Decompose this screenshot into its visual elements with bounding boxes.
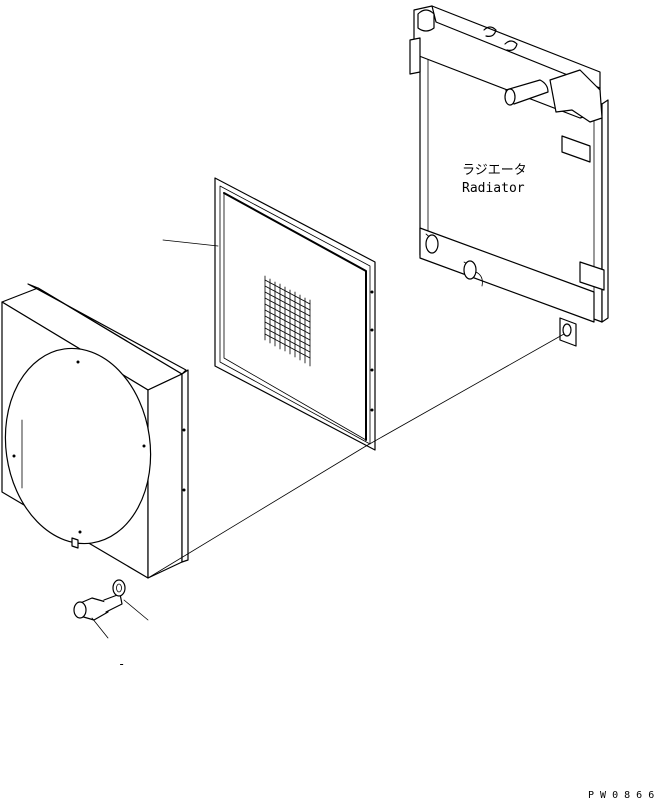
radiator-inlet-opening bbox=[504, 88, 516, 106]
bolt-head-face bbox=[73, 601, 87, 619]
radiator-top-tank-edge bbox=[431, 5, 601, 89]
radiator-cap bbox=[417, 9, 435, 32]
radiator-bracket-top bbox=[549, 69, 603, 123]
fan-shroud-part bbox=[1, 283, 189, 579]
radiator-bracket-bottom bbox=[579, 261, 605, 291]
radiator-label-en: Radiator bbox=[462, 181, 525, 196]
washer-hole bbox=[116, 583, 122, 593]
washer-callout-leader bbox=[123, 599, 149, 621]
screen-part bbox=[162, 177, 376, 451]
radiator-left-bracket bbox=[409, 37, 421, 75]
radiator-drain-2 bbox=[463, 260, 477, 280]
radiator-side-face bbox=[601, 99, 609, 323]
radiator-hook-1 bbox=[483, 26, 497, 37]
assembly-alignment-lines bbox=[147, 333, 565, 579]
screen-bolt-holes bbox=[370, 290, 374, 412]
radiator-label-jp: ラジエータ bbox=[462, 163, 527, 178]
radiator-mount-hole bbox=[562, 323, 572, 337]
shroud-bolt-holes bbox=[12, 360, 186, 534]
radiator-hook-2 bbox=[504, 40, 518, 51]
drawing-code: P W 0 8 6 6 7 bbox=[588, 790, 656, 801]
alignment-line-shroud-screen bbox=[147, 445, 367, 579]
bolt-shank bbox=[103, 593, 123, 613]
radiator-drain-1 bbox=[425, 234, 439, 254]
radiator-part: ラジエータ Radiator bbox=[409, 5, 609, 347]
bolt-callout-leader bbox=[91, 617, 109, 639]
shroud-flange-side bbox=[181, 369, 189, 563]
screen-frame-edge bbox=[223, 192, 367, 441]
screen-mesh bbox=[264, 275, 311, 367]
washer-outer bbox=[112, 579, 126, 597]
bolt-callout-mark: - bbox=[118, 657, 125, 671]
radiator-bottom-tank bbox=[419, 227, 595, 323]
washer-part bbox=[112, 579, 149, 621]
shroud-fan-opening bbox=[4, 347, 152, 545]
bolt-part: - bbox=[73, 593, 125, 671]
shroud-bottom-tab bbox=[71, 537, 79, 549]
alignment-line-screen-radiator bbox=[365, 333, 565, 447]
screen-callout-leader bbox=[162, 239, 219, 247]
radiator-tab bbox=[561, 135, 591, 163]
shroud-side-face bbox=[147, 373, 183, 579]
